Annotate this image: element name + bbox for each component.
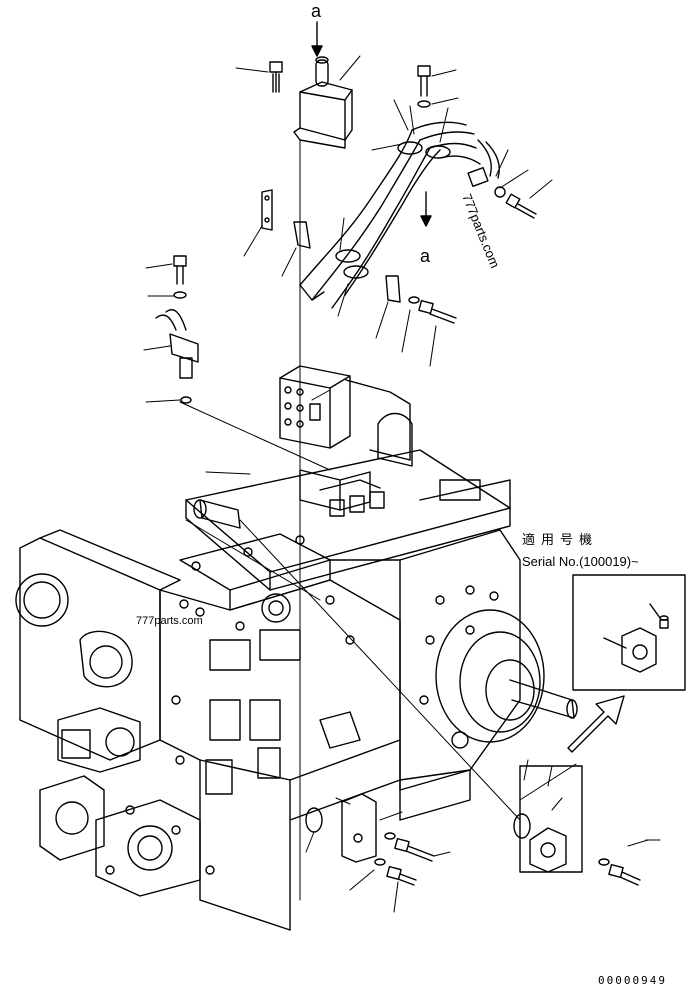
- marker-a-mid: a: [420, 246, 431, 266]
- watermark-mid: 777parts.com: [136, 615, 203, 627]
- leader-lines: [143, 55, 661, 913]
- clip-left: [261, 189, 311, 249]
- bolt-top-left: [269, 61, 283, 93]
- transmission-housing: [15, 449, 578, 931]
- lower-right-block: [513, 765, 641, 886]
- bolt-mid-right: [418, 299, 457, 324]
- bolt-hose-right: [505, 193, 537, 219]
- watermark-top: 777parts.com: [459, 192, 502, 271]
- inset-arrow: [567, 695, 625, 753]
- valve-block: [279, 365, 413, 467]
- arrow-a-top: [311, 21, 323, 57]
- serial-number: Serial No.(100019)~: [522, 554, 639, 569]
- serial-inset: [572, 574, 686, 691]
- marker-a-top: a: [311, 1, 322, 21]
- page-number: 00000949: [598, 974, 667, 987]
- clip-right: [385, 275, 420, 304]
- hose-assembly: [299, 121, 506, 309]
- top-bracket: [293, 56, 353, 149]
- arrow-a-mid: [420, 191, 432, 227]
- serial-heading: 適用号機: [522, 532, 598, 547]
- center-lines: [179, 139, 521, 901]
- bolt-top-right: [417, 65, 431, 108]
- elbow-fitting: [155, 255, 199, 404]
